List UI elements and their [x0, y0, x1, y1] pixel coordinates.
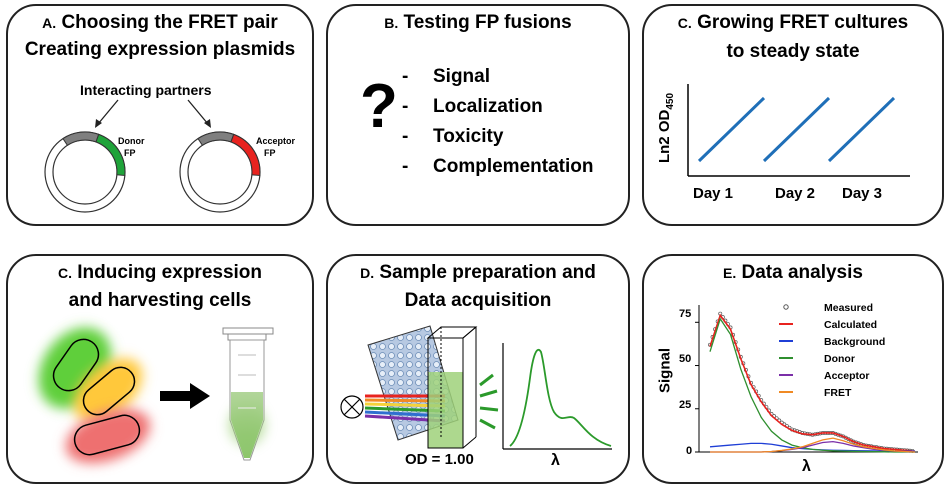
- day-label: Day 1: [693, 185, 734, 202]
- growth-line-day2: [762, 96, 831, 163]
- panel-c-induction-title-line2: and harvesting cells: [68, 290, 252, 311]
- series-line-calculated: [709, 313, 916, 452]
- y-tick-label: 0: [686, 445, 693, 457]
- y-tick-label: 50: [679, 353, 692, 365]
- legend-label: Measured: [824, 302, 873, 314]
- panel-d-title-line1: D. Sample preparation and: [360, 262, 596, 283]
- growth-line-day3: [827, 96, 896, 163]
- y-tick-label: 25: [679, 399, 692, 411]
- day-label: Day 3: [842, 185, 883, 202]
- acceptor-fp-segment: [230, 133, 261, 177]
- legend-label: Acceptor: [824, 370, 870, 382]
- panel-d-title-line2: Data acquisition: [404, 290, 552, 311]
- growth-line-day1: [697, 96, 766, 163]
- emission-rays: [479, 373, 499, 430]
- donor-fp-segment: [95, 133, 126, 177]
- list-item: -Signal: [402, 66, 491, 87]
- legend-label: Background: [824, 336, 885, 348]
- panel-c-growth: [642, 4, 944, 226]
- chart-x-label: λ: [802, 458, 811, 475]
- y-tick-label: 75: [679, 308, 692, 320]
- list-item: -Toxicity: [402, 126, 504, 147]
- cuvette: [426, 326, 478, 449]
- panel-c-growth-title-line1: C. Growing FRET cultures: [677, 12, 909, 33]
- arrow-right: [160, 391, 190, 401]
- list-item: -Localization: [402, 96, 543, 117]
- green-cell: [52, 338, 100, 392]
- interacting-partners-label: Interacting partners: [80, 82, 212, 98]
- yellow-cell: [82, 366, 136, 416]
- donor-label: Donor FP: [118, 136, 145, 158]
- series-line-fret: [710, 437, 916, 453]
- day-label: Day 2: [775, 185, 816, 202]
- list-item: -Complementation: [402, 156, 594, 177]
- legend-marker: [783, 304, 789, 310]
- red-cell: [73, 414, 141, 456]
- legend-label: Donor: [824, 353, 855, 365]
- series-line-donor: [709, 317, 915, 453]
- spectrum-x-label: λ: [551, 452, 560, 469]
- panel-b: [326, 4, 630, 226]
- emission-spectrum: [509, 348, 612, 447]
- panel-a-prefix: A.: [42, 15, 57, 31]
- od-label: OD = 1.00: [405, 451, 474, 468]
- acceptor-label: Acceptor FP: [256, 136, 296, 158]
- panel-c-induction-title-line1: C. Inducing expression: [57, 262, 263, 283]
- eppendorf-tube: [222, 327, 274, 461]
- legend-label: Calculated: [824, 319, 877, 331]
- panel-e-title: E. Data analysis: [723, 262, 863, 283]
- panel-c-growth-title-line2: to steady state: [726, 41, 860, 62]
- panel-a-title-line2: Creating expression plasmids: [24, 39, 296, 60]
- question-mark: ?: [360, 72, 398, 141]
- legend-label: FRET: [824, 387, 852, 399]
- panel-b-title: B. Testing FP fusions: [384, 12, 572, 33]
- panel-a-title-line1: A. Choosing the FRET pair: [42, 12, 278, 33]
